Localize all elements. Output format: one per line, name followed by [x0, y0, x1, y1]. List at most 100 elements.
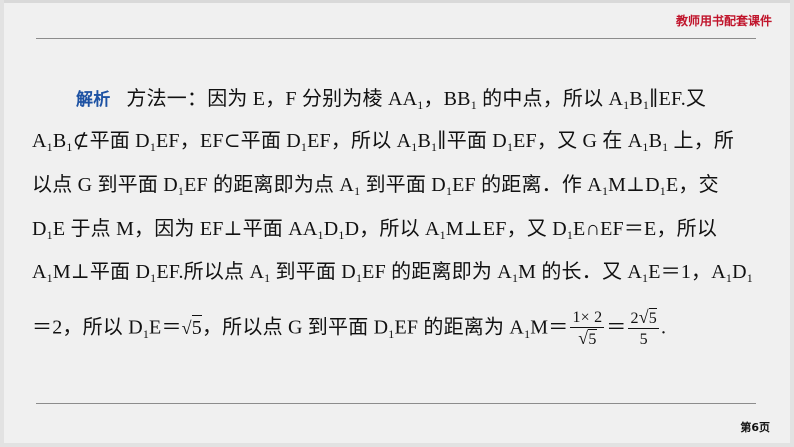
text-run: ，BB [423, 88, 471, 110]
subscript: 1 [66, 140, 73, 155]
text-run: 方法一：因为 E，F 分别为棱 AA [126, 88, 418, 110]
subscript: 1 [388, 326, 395, 341]
fraction-denominator: 5 [639, 331, 648, 348]
radical-sign: √ [638, 307, 649, 327]
text-run: EF 的距离为 A [394, 316, 525, 339]
subscript: 1 [149, 140, 157, 155]
subscript: 1 [445, 184, 453, 199]
text-run: D，所以 A [344, 218, 440, 240]
text-run: ∥EF.又 [649, 88, 707, 110]
text-run: E＝1，A [648, 261, 726, 283]
solution-line-1: 解析方法一：因为 E，F 分别为棱 AA1，BB1 的中点，所以 A1B1∥EF… [76, 82, 706, 112]
sqrt-five: √5 [638, 307, 657, 327]
radical-sign: √ [578, 328, 589, 348]
text-run: EF，EF⊂平面 D [156, 130, 301, 152]
radicand: 5 [588, 329, 597, 348]
subscript: 1 [506, 140, 514, 155]
text-run: M⊥EF，又 D [445, 218, 567, 240]
text-run: ∥平面 D [437, 130, 507, 152]
subscript: 1 [317, 228, 324, 243]
subscript: 1 [46, 271, 53, 286]
solution-line-3: 以点 G 到平面 D1EF 的距离即为点 A1 到平面 D1EF 的距离．作 A… [32, 168, 719, 198]
text-run: EF，所以 A [307, 130, 412, 152]
text-run: E∩EF＝E，所以 [573, 218, 718, 240]
text-run: D [32, 218, 47, 240]
text-run: M＝ [530, 316, 569, 339]
text-run: A [32, 261, 47, 283]
subscript: 1 [355, 271, 363, 286]
text-run: B [648, 130, 663, 152]
text-run: 上，所 [668, 130, 735, 152]
text-run: ，所以点 G 到平面 D [201, 316, 389, 339]
subscript: 1 [746, 271, 753, 286]
text-run: 的中点，所以 A [476, 88, 624, 110]
subscript: 1 [338, 228, 345, 243]
subscript: 1 [642, 271, 649, 286]
subscript: 1 [354, 184, 361, 199]
solution-line-2: A1B1⊄平面 D1EF，EF⊂平面 D1EF，所以 A1B1∥平面 D1EF，… [32, 124, 734, 154]
subscript: 1 [300, 140, 308, 155]
radicand: 5 [648, 308, 657, 327]
subscript: 1 [642, 140, 649, 155]
page-number: 第6页 [740, 421, 770, 434]
text-run: EF.所以点 A [156, 261, 265, 283]
text-run: D [323, 218, 339, 240]
subscript: 1 [601, 184, 609, 199]
text-run: A [32, 130, 47, 152]
text-run: EF 的距离即为 A [362, 261, 512, 283]
sqrt-five: √5 [181, 314, 202, 339]
equals-sign: ＝ [606, 316, 627, 339]
footer-divider [36, 403, 756, 404]
text-run: M⊥平面 D [52, 261, 151, 283]
text-run: EF 的距离即为点 A [184, 174, 355, 196]
text-run: D [732, 261, 747, 283]
text-run: B [629, 88, 643, 110]
subscript: 1 [417, 98, 424, 113]
subscript: 1 [642, 98, 650, 113]
text-run: E，交 [665, 174, 719, 196]
fraction-numerator: 1× 2 [570, 309, 605, 328]
radical-sign: √ [181, 317, 192, 338]
subscript: 1 [264, 271, 271, 286]
solution-line-5: A1M⊥平面 D1EF.所以点 A1 到平面 D1EF 的距离即为 A1M 的长… [32, 255, 753, 285]
subscript: 1 [46, 140, 53, 155]
text-run: M⊥D [608, 174, 660, 196]
fraction-one: 1× 2√5 [570, 308, 605, 350]
top-edge [0, 0, 794, 3]
coefficient: 2 [630, 310, 639, 327]
fraction-numerator: 2√5 [628, 308, 659, 329]
subscript: 1 [142, 326, 150, 341]
solution-tag: 解析 [76, 90, 111, 110]
text-run: B [417, 130, 432, 152]
text-run: ＝2，所以 D [32, 316, 143, 339]
subscript: 1 [470, 98, 477, 113]
text-run: E 于点 M，因为 EF⊥平面 AA [52, 218, 318, 240]
fraction-denominator: √5 [570, 328, 604, 350]
text-run: EF 的距离．作 A [452, 174, 602, 196]
subscript: 1 [662, 140, 669, 155]
text-run: 以点 G 到平面 D [32, 174, 178, 196]
subscript: 1 [524, 326, 531, 341]
solution-line-4: D1E 于点 M，因为 EF⊥平面 AA1D1D，所以 A1M⊥EF，又 D1E… [32, 212, 717, 242]
text-run: ⊄平面 D [72, 130, 150, 152]
subscript: 1 [659, 184, 666, 199]
bottom-edge [0, 443, 794, 447]
subscript: 1 [566, 228, 574, 243]
subscript: 1 [725, 271, 733, 286]
text-run: M 的长．又 A [518, 261, 642, 283]
sqrt-five: √5 [578, 328, 597, 348]
subscript: 1 [439, 228, 446, 243]
text-run: . [660, 316, 667, 339]
text-run: B [52, 130, 67, 152]
radicand: 5 [191, 314, 202, 339]
text-run: E＝ [149, 316, 182, 339]
text-run: EF，又 G 在 A [513, 130, 643, 152]
subscript: 1 [511, 271, 519, 286]
subscript: 1 [623, 98, 630, 113]
right-edge [790, 0, 794, 447]
brand-label: 教师用书配套课件 [675, 14, 772, 28]
header-divider [36, 38, 756, 39]
subscript: 1 [411, 140, 418, 155]
